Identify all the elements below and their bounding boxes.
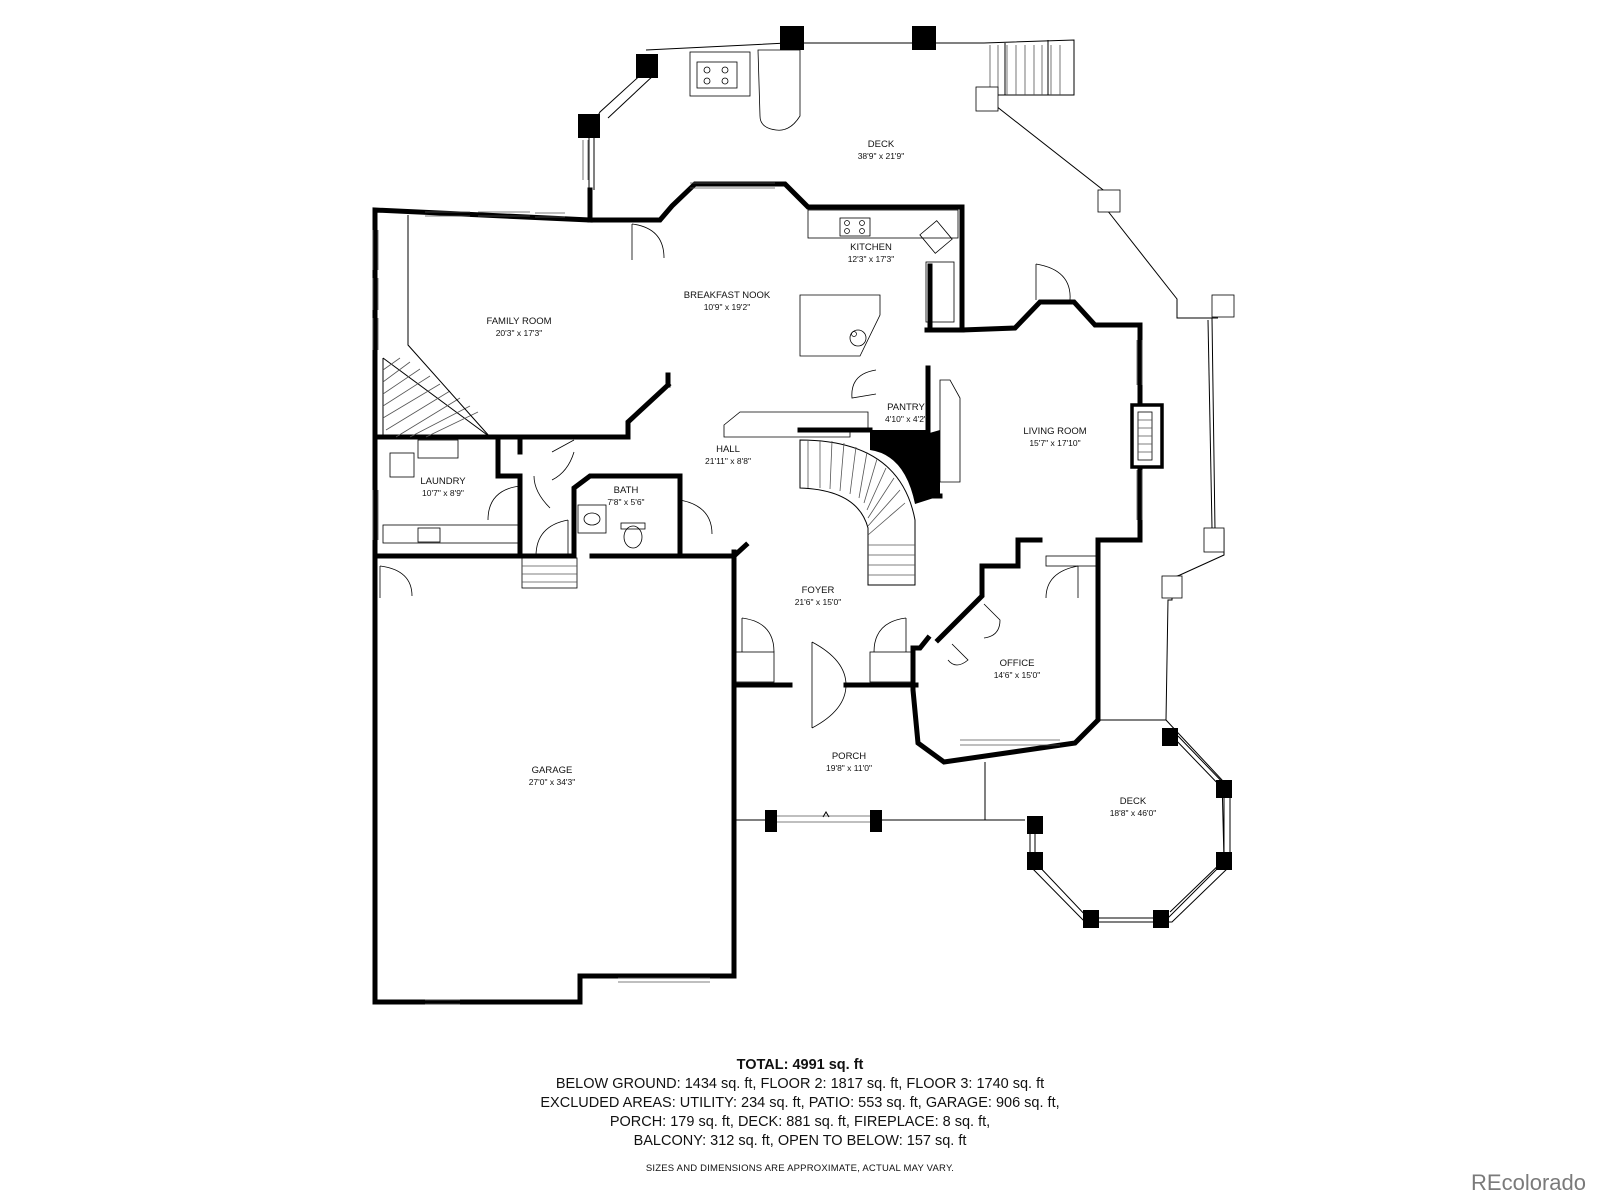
- label-hall-name: HALL: [716, 444, 740, 455]
- exterior-walls: [372, 181, 1143, 1005]
- fireplace-icon: [1130, 403, 1164, 469]
- label-pantry-name: PANTRY: [887, 402, 925, 413]
- label-family-room-dims: 20'3" x 17'3": [496, 328, 543, 338]
- garage-steps: [521, 557, 578, 589]
- label-family-room-name: FAMILY ROOM: [486, 316, 551, 327]
- label-breakfast-nook-name: BREAKFAST NOOK: [684, 290, 771, 301]
- doors: [379, 223, 1097, 729]
- label-pantry-dims: 4'10" x 4'2": [885, 414, 927, 424]
- label-hall-dims: 21'11" x 8'8": [705, 456, 751, 466]
- area-line-4: BALCONY: 312 sq. ft, OPEN TO BELOW: 157 …: [633, 1133, 967, 1149]
- floor-plan: DECK 38'9" x 21'9" KITCHEN 12'3" x 17'3"…: [372, 26, 1235, 1005]
- label-living-room-name: LIVING ROOM: [1023, 426, 1086, 437]
- laundry-fixtures: [382, 439, 519, 544]
- disclaimer: SIZES AND DIMENSIONS ARE APPROXIMATE, AC…: [645, 1163, 955, 1174]
- area-summary: TOTAL: 4991 sq. ft BELOW GROUND: 1434 sq…: [0, 1056, 1600, 1151]
- label-deck-top-dims: 38'9" x 21'9": [858, 151, 905, 161]
- bbq-counter: [689, 49, 801, 131]
- curved-staircase: [799, 439, 916, 586]
- family-room-stairs: [382, 215, 491, 438]
- label-kitchen-dims: 12'3" x 17'3": [848, 254, 895, 264]
- label-garage-dims: 27'0" x 34'3": [529, 777, 576, 787]
- total-area: TOTAL: 4991 sq. ft: [736, 1057, 864, 1073]
- deck-posts-top: [578, 26, 936, 138]
- room-labels: DECK 38'9" x 21'9" KITCHEN 12'3" x 17'3"…: [420, 139, 1156, 818]
- deck-top-outline: [645, 39, 1235, 913]
- label-living-room-dims: 15'7" x 17'10": [1029, 438, 1080, 448]
- label-foyer-name: FOYER: [802, 585, 835, 596]
- label-office-name: OFFICE: [1000, 658, 1035, 669]
- label-bath-name: BATH: [614, 485, 639, 496]
- area-line-3: PORCH: 179 sq. ft, DECK: 881 sq. ft, FIR…: [609, 1114, 991, 1130]
- porch-rail: [734, 762, 1025, 832]
- label-garage-name: GARAGE: [532, 765, 573, 776]
- label-office-dims: 14'6" x 15'0": [994, 670, 1041, 680]
- area-line-1: BELOW GROUND: 1434 sq. ft, FLOOR 2: 1817…: [555, 1076, 1045, 1092]
- label-laundry-dims: 10'7" x 8'9": [422, 488, 464, 498]
- windows: [372, 140, 1143, 1005]
- label-bath-dims: 7'8" x 5'6": [607, 497, 644, 507]
- interior-walls: [372, 263, 943, 559]
- label-porch-dims: 19'8" x 11'0": [826, 763, 872, 773]
- brand-logo: REcolorado: [1471, 1170, 1586, 1195]
- deck-right-outline: [1027, 719, 1232, 928]
- label-kitchen-name: KITCHEN: [850, 242, 892, 253]
- label-porch-name: PORCH: [832, 751, 866, 762]
- area-line-2: EXCLUDED AREAS: UTILITY: 234 sq. ft, PAT…: [540, 1095, 1060, 1111]
- label-laundry-name: LAUNDRY: [420, 476, 466, 487]
- label-deck-right-dims: 18'8" x 46'0": [1110, 808, 1157, 818]
- bath-fixtures: [577, 504, 646, 549]
- label-deck-top-name: DECK: [868, 139, 895, 150]
- label-breakfast-nook-dims: 10'9" x 19'2": [704, 302, 751, 312]
- kitchen-fixtures: [723, 209, 961, 483]
- label-deck-right-name: DECK: [1120, 796, 1147, 807]
- label-foyer-dims: 21'6" x 15'0": [795, 597, 842, 607]
